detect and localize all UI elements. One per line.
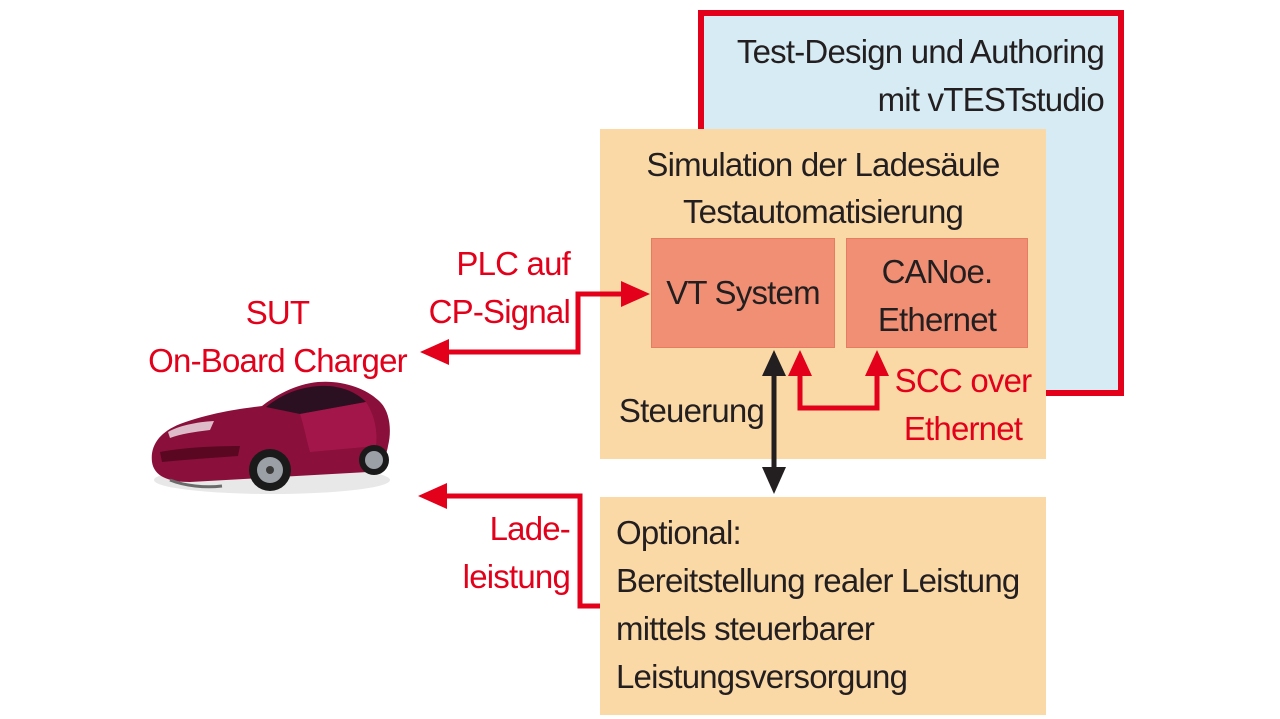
sut-line1: SUT: [245, 294, 310, 331]
authoring-line2: mit vTESTstudio: [877, 81, 1105, 118]
arrowhead-down-steuerung: [762, 467, 786, 494]
canoe-line2: Ethernet: [877, 301, 997, 338]
car-icon: [151, 381, 390, 494]
canoe-ethernet-box: [846, 238, 1028, 348]
authoring-line1: Test-Design und Authoring: [736, 33, 1105, 70]
scc-line1: SCC over: [894, 362, 1032, 399]
arrowhead-to-canoe-scc: [865, 350, 889, 376]
vt-system-box: [651, 238, 835, 348]
ladeleistung-line2: leistung: [462, 558, 571, 595]
arrowhead-to-sut: [420, 339, 449, 365]
sut-line2: On-Board Charger: [148, 342, 407, 379]
scc-connector: [788, 350, 889, 411]
simulation-line2: Testautomatisierung: [682, 193, 964, 230]
ladeleistung-line1: Lade-: [489, 510, 571, 547]
plc-connector: [420, 281, 650, 365]
optional-line1: Optional:: [616, 514, 742, 551]
steuerung-connector: [762, 350, 786, 494]
optional-line3: mittels steuerbarer: [616, 610, 875, 647]
steuerung-label: Steuerung: [618, 392, 765, 429]
optional-line2: Bereitstellung realer Leistung: [616, 562, 1020, 599]
vt-system-label: VT System: [666, 274, 820, 311]
ladeleistung-connector: [418, 483, 600, 609]
simulation-line1: Simulation der Ladesäule: [646, 146, 1000, 183]
plc-line2: CP-Signal: [428, 293, 571, 330]
scc-line2: Ethernet: [903, 410, 1023, 447]
arrowhead-to-vt-scc: [788, 350, 812, 376]
optional-box: [600, 497, 1046, 715]
arrowhead-up-steuerung: [762, 350, 786, 376]
plc-line1: PLC auf: [456, 245, 570, 282]
arrowhead-to-vt: [621, 281, 650, 307]
canoe-line1: CANoe.: [881, 253, 994, 290]
arrowhead-to-car: [418, 483, 447, 509]
optional-line4: Leistungsversorgung: [616, 658, 908, 695]
